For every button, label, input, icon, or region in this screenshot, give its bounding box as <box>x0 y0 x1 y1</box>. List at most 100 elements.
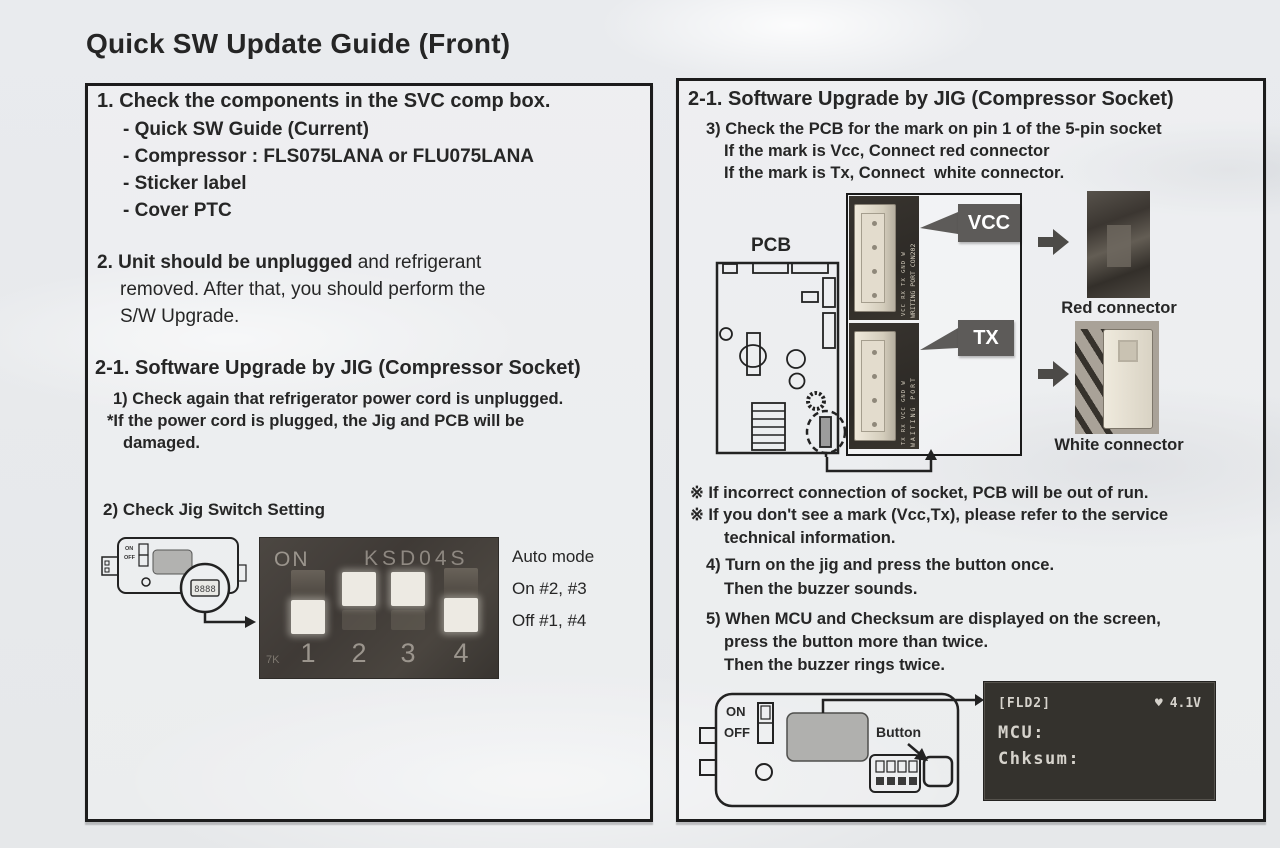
step4-line2: Then the buzzer sounds. <box>724 580 918 598</box>
connector-highlight <box>1107 225 1131 267</box>
jig-display <box>152 549 193 575</box>
jig2-on-label: ON <box>726 704 746 719</box>
section2-normal-part: and refrigerant <box>352 252 482 273</box>
dip-switch-photo: ON KSD04S 1 2 3 4 7K <box>260 538 498 678</box>
pin <box>872 269 877 274</box>
section2-1-line2: *If the power cord is plugged, the Jig a… <box>107 412 525 430</box>
silkscreen-pin-labels: TX RX VCC GND W <box>901 380 907 445</box>
step2-heading: 2) Check Jig Switch Setting <box>103 500 325 519</box>
waiting-port-socket-photo: TX RX VCC GND W WAITING PORT <box>849 323 919 449</box>
mode-line3: Off #1, #4 <box>512 611 587 630</box>
pin <box>872 422 877 427</box>
mini-dip-digits: 8888 <box>194 585 216 595</box>
usb-pin <box>104 560 110 566</box>
jig-off-label: OFF <box>124 555 136 561</box>
usb-pin <box>104 567 110 573</box>
step5-line3: Then the buzzer rings twice. <box>724 656 945 674</box>
power-switch <box>138 543 149 556</box>
switch1-cap-off <box>291 600 325 634</box>
step5-line1: 5) When MCU and Checksum are displayed o… <box>706 610 1161 628</box>
dip-corner-label: 7K <box>266 654 280 666</box>
pin <box>872 350 877 355</box>
step4-line1: 4) Turn on the jig and press the button … <box>706 556 1055 574</box>
jig-led <box>141 577 151 587</box>
lcd-top-row: [FLD2] ♥4.1V <box>984 682 1215 711</box>
jig-side-connector <box>237 564 247 582</box>
section2-line3: S/W Upgrade. <box>120 306 240 327</box>
switch2-cap-on <box>342 572 376 606</box>
lcd-chksum-line: Chksum: <box>998 749 1081 769</box>
dip-num4: 4 <box>453 638 469 668</box>
note-line2: ※ If you don't see a mark (Vcc,Tx), plea… <box>690 506 1169 524</box>
socket-body <box>854 331 896 441</box>
note-line1: ※ If incorrect connection of socket, PCB… <box>690 484 1149 502</box>
lcd-voltage-value: 4.1V <box>1169 696 1201 711</box>
note-line3: technical information. <box>724 529 896 547</box>
section2-bold-part: 2. Unit should be unplugged <box>97 252 353 273</box>
step5-line2: press the button more than twice. <box>724 633 989 651</box>
mini-dip-display <box>190 579 220 597</box>
socket-body <box>854 204 896 312</box>
step3-line3: If the mark is Tx, Connect white connect… <box>724 164 1065 182</box>
arrow-head-icon <box>245 616 256 628</box>
silkscreen-port-label: WAITING PORT <box>909 376 917 447</box>
list-item: - Compressor : FLS075LANA or FLU075LANA <box>123 146 535 167</box>
section2-1-heading: 2-1. Software Upgrade by JIG (Compressor… <box>95 357 581 379</box>
pin <box>872 293 877 298</box>
dip-on-label: ON <box>274 548 310 571</box>
dip-num2: 2 <box>351 638 367 668</box>
dip-num3: 3 <box>400 638 416 668</box>
switch4-cap-off <box>444 598 478 632</box>
switch3-slot <box>391 610 425 630</box>
mode-line2: On #2, #3 <box>512 579 587 598</box>
right-heading: 2-1. Software Upgrade by JIG (Compressor… <box>688 88 1174 110</box>
lcd-voltage: ♥ 4.1V <box>1155 696 1201 711</box>
switch4-slot <box>444 568 478 598</box>
usb-plug <box>101 556 119 576</box>
red-connector-photo <box>1087 191 1150 298</box>
connector-body <box>1103 329 1153 429</box>
section2-line1: 2. Unit should be unplugged and refriger… <box>97 252 481 274</box>
section2-1-line1: 1) Check again that refrigerator power c… <box>113 390 564 408</box>
jig2-button-label: Button <box>876 724 922 740</box>
section1-heading: 1. Check the components in the SVC comp … <box>97 90 551 112</box>
list-item: - Sticker label <box>123 173 247 194</box>
lcd-screen: [FLD2] ♥4.1V MCU: Chksum: <box>983 681 1216 801</box>
jig-device-drawing: ON OFF 8888 <box>101 537 256 628</box>
mode-line1: Auto mode <box>512 547 595 566</box>
heart-icon: ♥ <box>1154 696 1163 711</box>
pcb-label: PCB <box>751 235 792 256</box>
list-item: - Quick SW Guide (Current) <box>123 119 369 140</box>
jig2-off-label: OFF <box>724 725 750 740</box>
white-connector-photo <box>1075 321 1159 434</box>
connector-notch <box>1118 340 1138 362</box>
section2-1-line3: damaged. <box>123 434 201 452</box>
switch3-cap-on <box>391 572 425 606</box>
tx-callout: TX <box>958 320 1014 356</box>
silkscreen-port-label: WRITING PORT CON202 <box>909 243 917 318</box>
page-title: Quick SW Update Guide (Front) <box>86 28 511 59</box>
pin <box>872 221 877 226</box>
dip-num1: 1 <box>300 638 316 668</box>
switch2-slot <box>342 610 376 630</box>
socket-cavity <box>861 340 885 432</box>
left-panel <box>85 83 653 822</box>
step3-line1: 3) Check the PCB for the mark on pin 1 o… <box>706 120 1162 138</box>
silkscreen-pin-labels: VCC RX TX GND W <box>901 251 907 316</box>
power-switch <box>138 554 149 567</box>
step3-line2: If the mark is Vcc, Connect red connecto… <box>724 142 1050 160</box>
section2-line2: removed. After that, you should perform … <box>120 279 486 300</box>
writing-port-socket-photo: VCC RX TX GND W WRITING PORT CON202 <box>849 196 919 320</box>
red-connector-caption: Red connector <box>1061 299 1177 317</box>
switch1-slot <box>291 570 325 600</box>
white-connector-caption: White connector <box>1054 436 1184 454</box>
lcd-mcu-line: MCU: <box>998 723 1045 743</box>
pin <box>872 398 877 403</box>
socket-cavity <box>861 213 885 303</box>
pointer-arrow <box>203 612 245 624</box>
dip-model-label: KSD04S <box>364 547 469 570</box>
pin <box>872 374 877 379</box>
list-item: - Cover PTC <box>123 200 232 221</box>
jig-on-label: ON <box>125 546 133 552</box>
